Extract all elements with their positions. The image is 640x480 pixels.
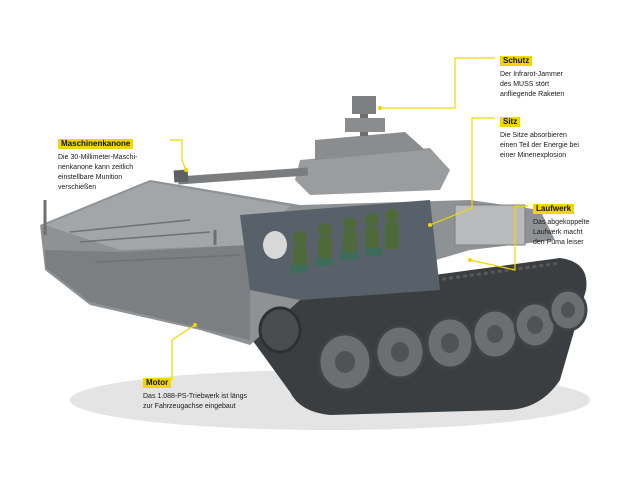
callout-sitz: Sitz Die Sitze absorbieren einen Teil de… (500, 111, 579, 161)
road-wheels (317, 288, 588, 392)
callout-maschinenkanone: Maschinenkanone Die 30-Millimeter-Maschi… (58, 133, 137, 193)
callout-text-schutz: Der Infrarot-Jammer des MUSS stört anfli… (500, 71, 565, 98)
gun-barrel (177, 167, 309, 185)
callout-text-sitz: Die Sitze absorbieren einen Teil der Ene… (500, 132, 579, 159)
callout-title-schutz: Schutz (500, 56, 533, 66)
callout-schutz: Schutz Der Infrarot-Jammer des MUSS stör… (500, 50, 564, 100)
callout-text-maschinenkanone: Die 30-Millimeter-Maschi- nenkanone kann… (58, 154, 138, 191)
callout-text-motor: Das 1.088-PS-Triebwerk ist längs zur Fah… (143, 393, 248, 410)
callout-title-motor: Motor (143, 378, 172, 388)
callout-title-maschinenkanone: Maschinenkanone (58, 139, 134, 149)
crew-figures (293, 209, 399, 271)
callout-title-laufwerk: Laufwerk (533, 204, 575, 214)
turret (295, 148, 450, 195)
callout-text-laufwerk: Das abgekoppelte Laufwerk macht den Puma… (533, 219, 590, 246)
callout-laufwerk: Laufwerk Das abgekoppelte Laufwerk macht… (533, 198, 589, 248)
sensor-head (352, 96, 376, 114)
callout-leaders (170, 57, 528, 380)
callout-title-sitz: Sitz (500, 117, 521, 127)
callout-motor: Motor Das 1.088-PS-Triebwerk ist längs z… (143, 372, 247, 412)
